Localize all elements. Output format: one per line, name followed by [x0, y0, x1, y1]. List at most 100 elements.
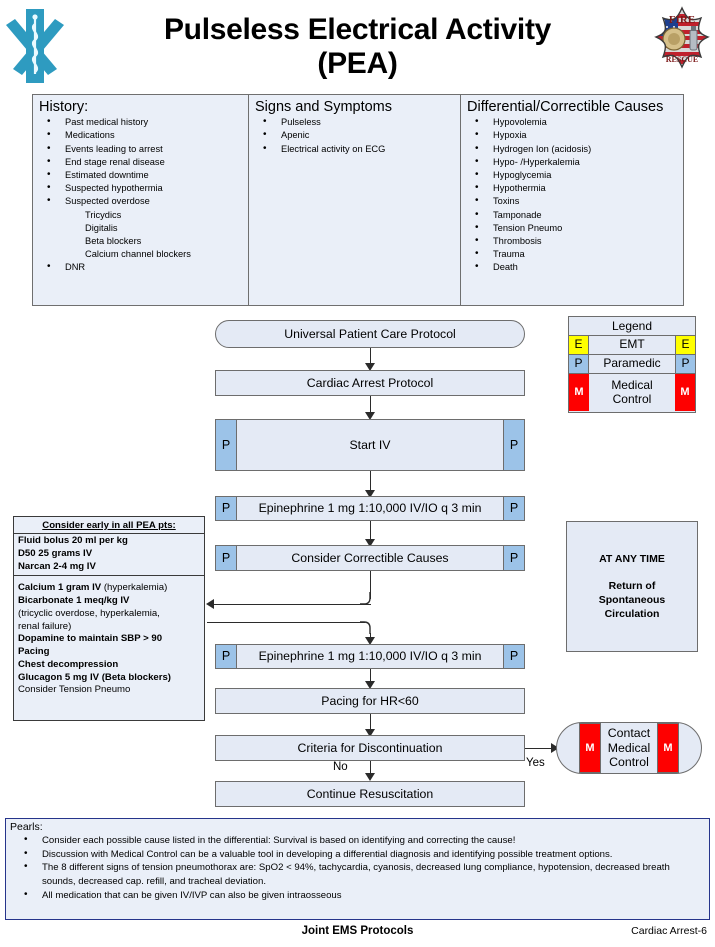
arrow-line — [525, 748, 554, 749]
legend-code-medical-left: M — [569, 374, 589, 411]
node-criteria-for-discontinuation[interactable]: Criteria for Discontinuation — [215, 735, 525, 761]
legend-label-emt: EMT — [619, 337, 645, 352]
signs-item: Apenic — [255, 128, 457, 142]
arrow-line — [370, 521, 371, 541]
badge-medical-control-right: M — [657, 723, 679, 773]
arrow-head — [551, 743, 559, 753]
consider-early-line: Chest decompression — [18, 658, 119, 670]
node-label: Criteria for Discontinuation — [297, 740, 443, 755]
node-consider-correctible-causes[interactable]: P Consider Correctible Causes P — [215, 545, 525, 571]
legend-label-medical-line1: Medical — [611, 378, 653, 393]
differential-item: Hypoxia — [467, 128, 680, 142]
arrow-line — [370, 761, 371, 775]
history-item: Digitalis — [85, 222, 118, 233]
history-item: Suspected hypothermia — [39, 181, 245, 195]
fire-rescue-badge-icon: FIRE RESCUE — [654, 6, 710, 69]
signs-column: Signs and Symptoms PulselessApenicElectr… — [249, 95, 461, 305]
svg-text:RESCUE: RESCUE — [666, 55, 698, 64]
arrow-head — [206, 599, 214, 609]
node-label: Pacing for HR<60 — [321, 693, 419, 708]
node-universal-patient-care[interactable]: Universal Patient Care Protocol — [215, 320, 525, 348]
history-item: Calcium channel blockers — [85, 249, 191, 260]
footer-right-text: Cardiac Arrest-6 — [631, 925, 707, 937]
node-pacing[interactable]: Pacing for HR<60 — [215, 688, 525, 714]
arrow-line — [370, 714, 371, 731]
arrow-elbow — [360, 592, 371, 605]
node-contact-medical-control[interactable]: M Contact Medical Control M — [556, 722, 702, 774]
node-start-iv[interactable]: P Start IV P — [215, 419, 525, 471]
consider-early-title: Consider early in all PEA pts: — [14, 517, 204, 534]
history-item: Suspected overdose — [39, 194, 245, 208]
differential-item: Trauma — [467, 247, 680, 261]
node-label: Epinephrine 1 mg 1:10,000 IV/IO q 3 min — [258, 649, 482, 664]
history-item: Medications — [39, 128, 245, 142]
differential-list: HypovolemiaHypoxiaHydrogen Ion (acidosis… — [467, 115, 680, 274]
consider-early-line: Narcan 2-4 mg IV — [18, 560, 96, 572]
badge-paramedic-right: P — [503, 497, 524, 520]
pearls-item: The 8 different signs of tension pneumot… — [10, 860, 705, 889]
legend-code-emt-right: E — [675, 336, 695, 354]
at-any-time-line4: Circulation — [604, 608, 660, 621]
at-any-time-line3: Spontaneous — [598, 594, 666, 606]
consider-early-line: Fluid bolus 20 ml per kg — [18, 535, 128, 546]
legend-code-emt-left: E — [569, 336, 589, 354]
arrow-elbow — [360, 621, 371, 634]
badge-paramedic-left: P — [216, 420, 237, 470]
consider-early-group-2: Calcium 1 gram IV (hyperkalemia)Bicarbon… — [14, 576, 204, 697]
differential-item: Hypothermia — [467, 181, 680, 195]
node-continue-resuscitation[interactable]: Continue Resuscitation — [215, 781, 525, 807]
arrow-line — [370, 571, 371, 599]
differential-item: Hydrogen Ion (acidosis) — [467, 142, 680, 156]
consider-early-line: Dopamine to maintain SBP > 90 — [18, 633, 163, 645]
badge-paramedic-right: P — [503, 645, 524, 668]
node-epinephrine-first[interactable]: P Epinephrine 1 mg 1:10,000 IV/IO q 3 mi… — [215, 496, 525, 521]
node-label-line1: Contact — [607, 725, 651, 740]
legend-label-medical-line2: Control — [612, 391, 652, 406]
legend-row-medical-control: M Medical Control M — [569, 374, 695, 411]
signs-heading: Signs and Symptoms — [255, 99, 393, 115]
legend-code-paramedic-left: P — [569, 355, 589, 373]
history-item: End stage renal disease — [39, 155, 245, 169]
node-label: Universal Patient Care Protocol — [284, 326, 456, 341]
differential-item: Hypovolemia — [467, 115, 680, 129]
legend-row-emt: E EMT E — [569, 336, 695, 355]
node-label: Start IV — [349, 437, 391, 452]
node-epinephrine-second[interactable]: P Epinephrine 1 mg 1:10,000 IV/IO q 3 mi… — [215, 644, 525, 669]
pearls-item: Consider each possible cause listed in t… — [10, 833, 705, 848]
arrow-head — [365, 490, 375, 498]
history-item: Tricydics — [85, 209, 122, 220]
edge-label-no: No — [333, 761, 348, 773]
consider-early-line: Consider Tension Pneumo — [18, 684, 131, 696]
signs-list: PulselessApenicElectrical activity on EC… — [255, 115, 457, 156]
svg-text:FIRE: FIRE — [669, 14, 695, 26]
arrow-line — [370, 669, 371, 683]
legend-row-paramedic: P Paramedic P — [569, 355, 695, 374]
footer-center-text: Joint EMS Protocols — [301, 925, 414, 937]
info-table: History: Past medical historyMedications… — [32, 94, 684, 306]
node-label: Epinephrine 1 mg 1:10,000 IV/IO q 3 min — [258, 501, 482, 516]
legend-label-medical: Medical Control — [589, 374, 675, 411]
arrow-head — [365, 773, 375, 781]
page-title-text: Pulseless Electrical Activity(PEA) — [163, 13, 552, 80]
consider-early-line: (tricyclic overdose, hyperkalemia, — [18, 607, 160, 619]
arrow-head — [365, 729, 375, 737]
legend-title: Legend — [569, 317, 695, 336]
consider-early-line: Bicarbonate 1 meq/kg IV — [18, 595, 130, 606]
history-item: Past medical history — [39, 115, 245, 129]
history-list: Past medical historyMedicationsEvents le… — [39, 115, 245, 274]
history-column: History: Past medical historyMedications… — [33, 95, 249, 305]
arrow-head — [365, 539, 375, 547]
differential-item: Hypo- /Hyperkalemia — [467, 155, 680, 169]
node-cardiac-arrest-protocol[interactable]: Cardiac Arrest Protocol — [215, 370, 525, 396]
arrow-line — [370, 471, 371, 492]
history-heading: History: — [39, 99, 89, 115]
history-item: Beta blockers — [85, 235, 142, 246]
arrow-head — [365, 412, 375, 420]
star-of-life-icon — [6, 9, 64, 83]
badge-paramedic-right: P — [503, 546, 524, 570]
legend-label-paramedic: Paramedic — [603, 356, 661, 371]
history-item: Estimated downtime — [39, 168, 245, 182]
signs-item: Electrical activity on ECG — [255, 142, 457, 156]
pearls-panel: Pearls: Consider each possible cause lis… — [5, 818, 710, 920]
